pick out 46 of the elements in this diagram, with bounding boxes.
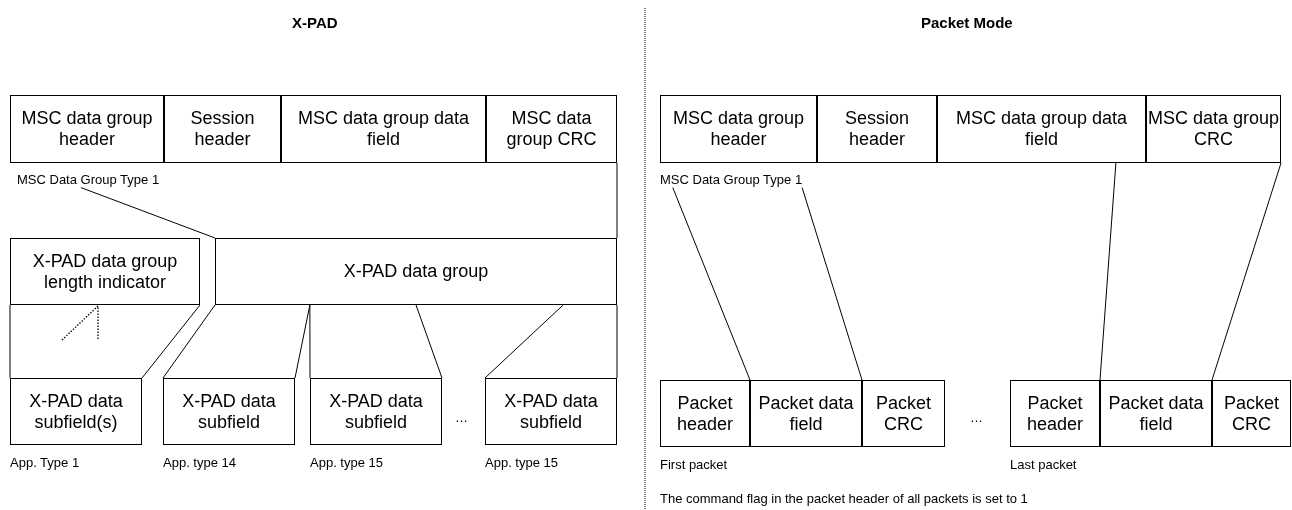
connector-line bbox=[484, 304, 564, 379]
ellipsis: … bbox=[970, 410, 983, 426]
connector-line bbox=[672, 187, 751, 381]
caption-text: App. type 14 bbox=[163, 455, 236, 471]
section-heading: Packet Mode bbox=[921, 14, 1013, 31]
connector-line bbox=[9, 304, 11, 379]
connector-line bbox=[415, 304, 443, 379]
connector-line bbox=[309, 304, 311, 379]
field-box: Packet data field bbox=[750, 380, 862, 447]
connector-line bbox=[162, 304, 216, 379]
field-box: X-PAD data subfield(s) bbox=[10, 378, 142, 445]
field-box: Session header bbox=[164, 95, 281, 163]
field-box: X-PAD data subfield bbox=[163, 378, 295, 445]
field-box: X-PAD data group bbox=[215, 238, 617, 305]
field-box: Packet CRC bbox=[862, 380, 945, 447]
field-box: Packet header bbox=[1010, 380, 1100, 447]
connector-line bbox=[616, 162, 618, 239]
field-box: MSC data group header bbox=[10, 95, 164, 163]
field-box: MSC data group data field bbox=[937, 95, 1146, 163]
field-box: X-PAD data subfield bbox=[485, 378, 617, 445]
caption-text: App. type 15 bbox=[485, 455, 558, 471]
field-box: MSC data group CRC bbox=[1146, 95, 1281, 163]
group-label: MSC Data Group Type 1 bbox=[17, 172, 160, 188]
field-box: Packet data field bbox=[1100, 380, 1212, 447]
connector-line bbox=[141, 304, 201, 379]
connector-line bbox=[80, 187, 216, 239]
caption-text: First packet bbox=[660, 457, 728, 473]
group-label: MSC Data Group Type 1 bbox=[660, 172, 803, 188]
connector-line bbox=[1211, 162, 1282, 381]
section-heading: X-PAD bbox=[292, 14, 338, 31]
field-box: Session header bbox=[817, 95, 937, 163]
field-box: X-PAD data subfield bbox=[310, 378, 442, 445]
ellipsis: … bbox=[455, 410, 468, 426]
note-text: The command flag in the packet header of all packets is set to 1 bbox=[660, 491, 1028, 507]
connector-line bbox=[1099, 162, 1117, 381]
caption-text: Last packet bbox=[1010, 457, 1077, 473]
field-box: Packet header bbox=[660, 380, 750, 447]
field-box: X-PAD data group length indicator bbox=[10, 238, 200, 305]
caption-text: App. Type 1 bbox=[10, 455, 80, 471]
field-box: MSC data group header bbox=[660, 95, 817, 163]
connector-line bbox=[801, 187, 863, 381]
caption-text: App. type 15 bbox=[310, 455, 383, 471]
field-box: MSC data group CRC bbox=[486, 95, 617, 163]
field-box: MSC data group data field bbox=[281, 95, 486, 163]
connector-line bbox=[616, 304, 618, 379]
field-box: Packet CRC bbox=[1212, 380, 1291, 447]
